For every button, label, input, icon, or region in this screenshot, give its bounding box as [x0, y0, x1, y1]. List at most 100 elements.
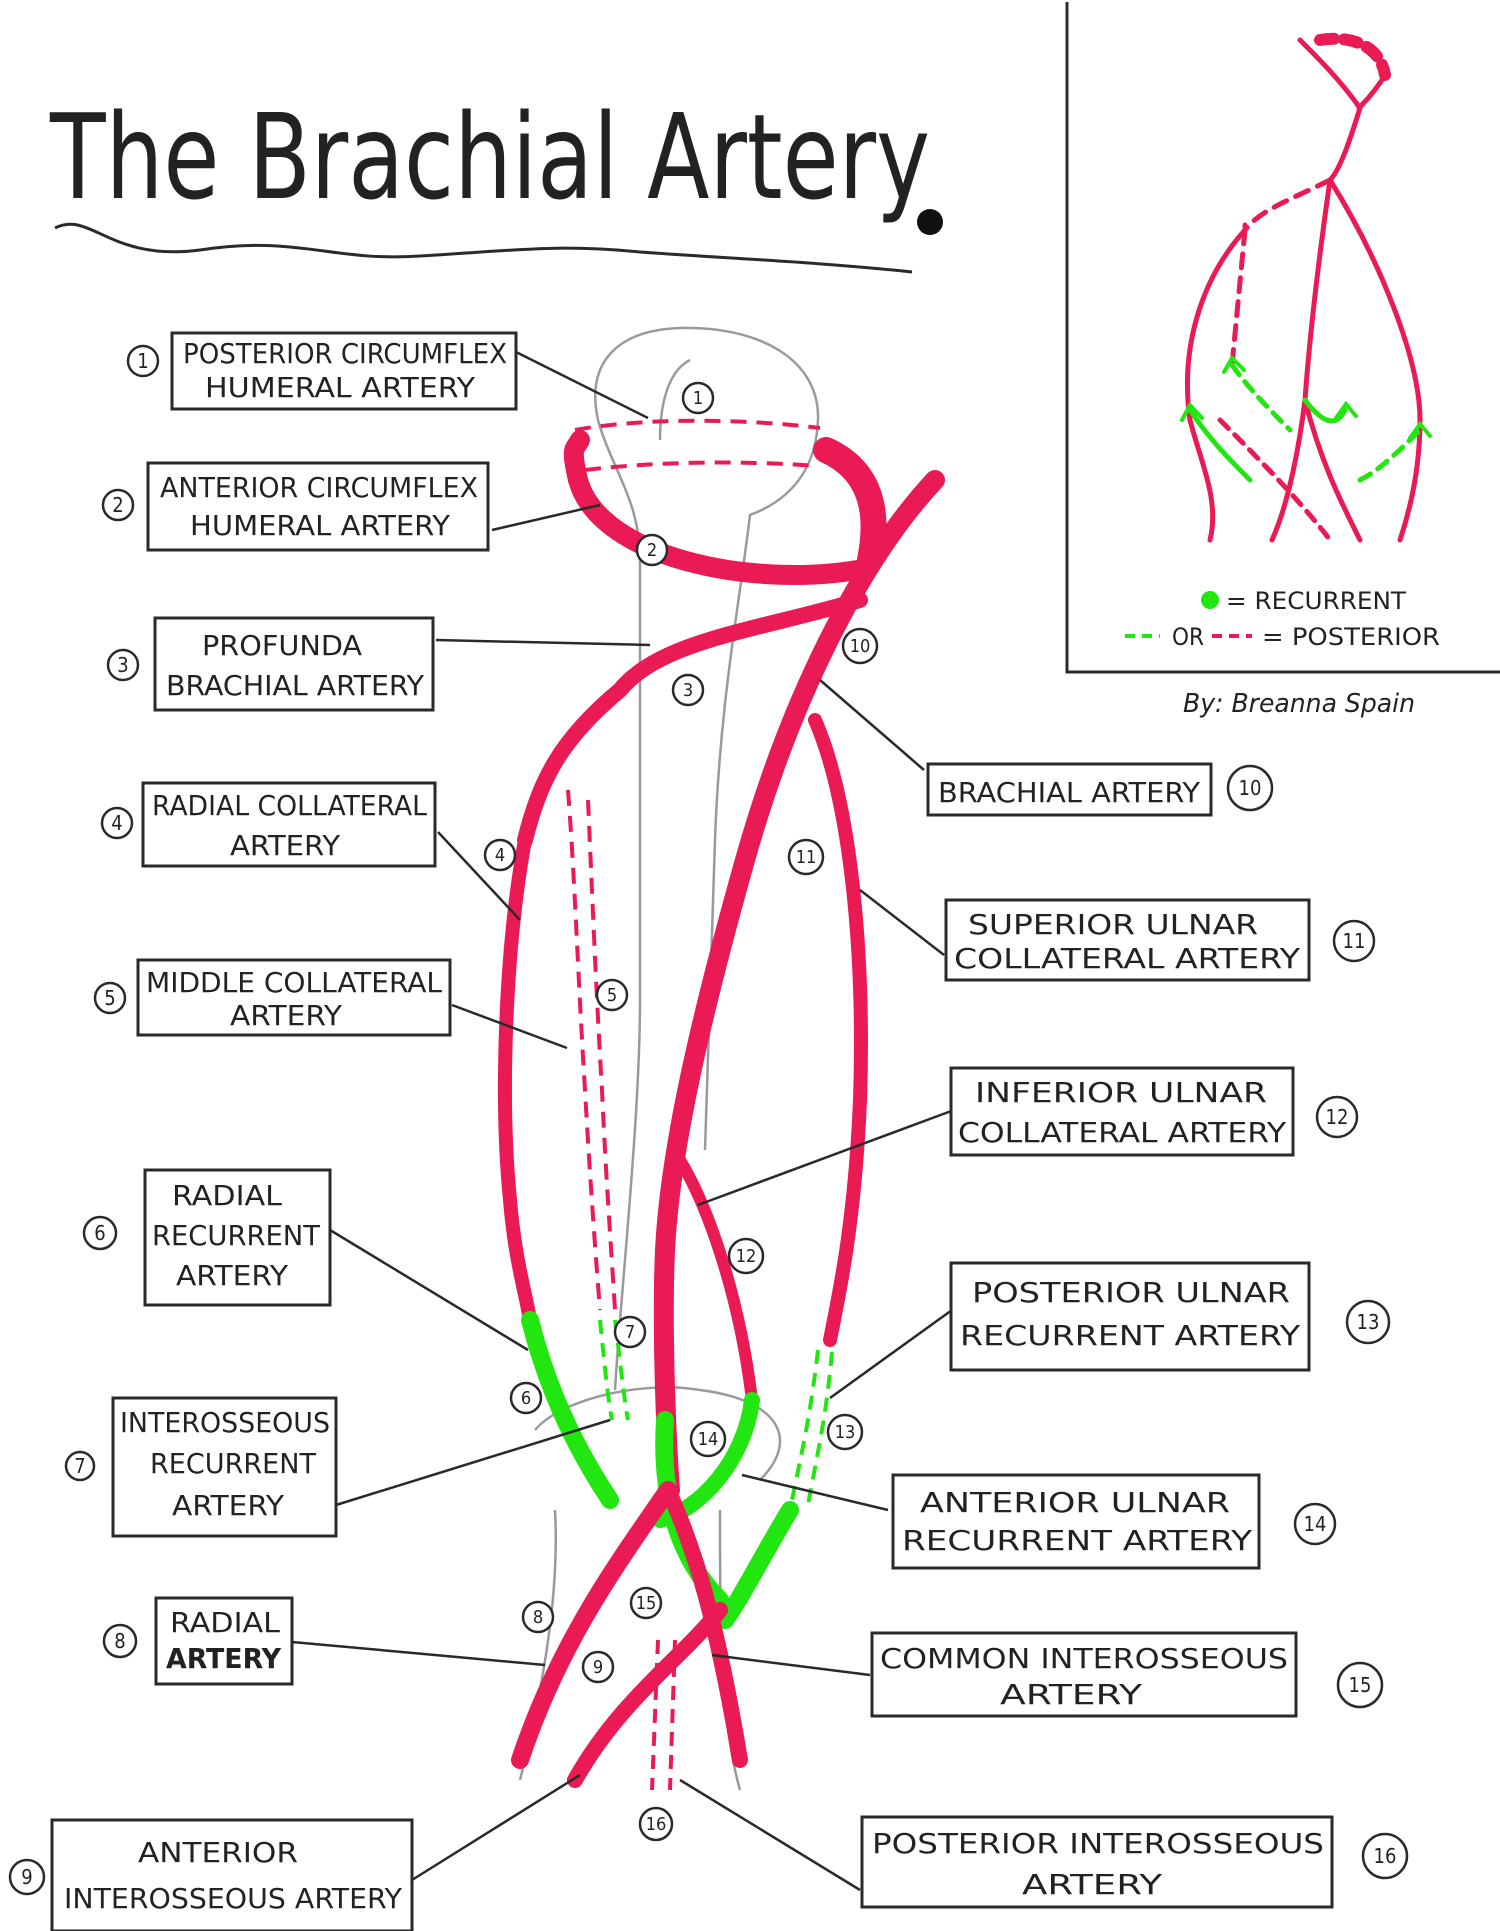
outer-num-3: 3 — [117, 653, 128, 677]
label-2-line1: ANTERIOR CIRCUMFLEX — [160, 471, 478, 504]
label-13-line2: RECURRENT ARTERY — [960, 1319, 1301, 1352]
profunda-dashed-segment — [639, 636, 736, 678]
label-13-line1: POSTERIOR ULNAR — [972, 1276, 1290, 1309]
label-6-line3: ARTERY — [176, 1259, 289, 1292]
outer-num-6: 6 — [94, 1221, 105, 1245]
inset-frame — [1065, 2, 1500, 674]
outer-num-11: 11 — [1343, 929, 1366, 953]
outer-number-circles — [8, 344, 1409, 1896]
label-boxes — [50, 331, 1334, 1931]
outer-num-10: 10 — [1239, 776, 1262, 800]
ulnar-lower-green-2 — [716, 1501, 799, 1629]
label-16-line2: ARTERY — [1022, 1868, 1163, 1901]
label-15-line1: COMMON INTEROSSEOUS — [880, 1642, 1288, 1675]
outer-num-9: 9 — [21, 1865, 32, 1889]
inner-num-11: 11 — [796, 847, 817, 868]
inner-num-12: 12 — [736, 1246, 757, 1267]
label-3-line1: PROFUNDA — [202, 629, 363, 662]
label-1-line2: HUMERAL ARTERY — [205, 371, 476, 404]
label-7-line3: ARTERY — [172, 1489, 285, 1522]
inner-num-10: 10 — [850, 636, 871, 657]
posterior-ulnar-recurrent-artery-13 — [790, 1349, 834, 1506]
label-6-line1: RADIAL — [172, 1179, 282, 1212]
outer-num-14: 14 — [1304, 1512, 1327, 1536]
inner-num-14: 14 — [698, 1429, 719, 1450]
label-1-line1: POSTERIOR CIRCUMFLEX — [183, 337, 507, 370]
inner-num-1: 1 — [693, 388, 703, 409]
outer-num-2: 2 — [112, 493, 123, 517]
inner-num-3: 3 — [683, 680, 693, 701]
outer-num-1: 1 — [137, 349, 148, 373]
label-texts: POSTERIOR CIRCUMFLEX HUMERAL ARTERY ANTE… — [64, 337, 1324, 1915]
label-15-line2: ARTERY — [1000, 1678, 1143, 1711]
label-14-line1: ANTERIOR ULNAR — [920, 1486, 1230, 1519]
axillary-arc — [813, 437, 887, 573]
outer-number-texts: 1 2 3 4 5 6 7 8 9 10 11 12 13 14 15 16 — [21, 349, 1396, 1889]
outer-num-4: 4 — [111, 811, 122, 835]
inner-number-texts: 1 2 3 4 5 6 7 8 9 10 11 12 13 14 15 16 — [495, 388, 870, 1835]
outer-num-13: 13 — [1357, 1310, 1380, 1334]
inner-num-5: 5 — [607, 985, 617, 1006]
label-3-line2: BRACHIAL ARTERY — [166, 669, 425, 702]
inner-num-4: 4 — [495, 845, 505, 866]
legend-or-text: OR — [1172, 623, 1204, 651]
title-exclamation-dot — [917, 209, 943, 235]
outer-num-16: 16 — [1374, 1844, 1397, 1868]
ulnar-artery — [660, 1482, 748, 1768]
credit-signature: By: Breanna Spain — [1183, 689, 1415, 719]
label-7-line1: INTEROSSEOUS — [120, 1406, 330, 1439]
outer-num-8: 8 — [114, 1629, 125, 1653]
label-7-line2: RECURRENT — [150, 1447, 317, 1480]
posterior-interosseous-artery — [650, 1639, 677, 1791]
outer-num-15: 15 — [1349, 1673, 1372, 1697]
posterior-circumflex-humeral-artery — [574, 418, 821, 472]
label-14-line2: RECURRENT ARTERY — [902, 1524, 1253, 1557]
brachial-artery-trunk — [653, 470, 945, 1500]
outer-num-5: 5 — [104, 986, 115, 1010]
label-4-line2: ARTERY — [230, 829, 341, 862]
radial-collateral-artery — [498, 833, 537, 1327]
page-title: The Brachial Artery — [49, 88, 930, 226]
leader-lines — [291, 350, 955, 1892]
legend-recurrent-dot — [1201, 591, 1219, 609]
label-16-line1: POSTERIOR INTEROSSEOUS — [872, 1827, 1324, 1860]
outer-num-12: 12 — [1326, 1105, 1349, 1129]
label-5-line2: ARTERY — [230, 999, 343, 1032]
anterior-circumflex-humeral-artery — [563, 430, 878, 585]
inset-schematic — [1180, 32, 1432, 543]
inner-num-8: 8 — [533, 1607, 543, 1628]
inner-num-2: 2 — [647, 540, 657, 561]
inner-num-13: 13 — [835, 1422, 856, 1443]
inner-num-16: 16 — [646, 1814, 667, 1835]
label-2-line2: HUMERAL ARTERY — [190, 509, 451, 542]
profunda-brachial-artery — [517, 592, 868, 848]
title-underline — [54, 222, 913, 274]
label-12-line2: COLLATERAL ARTERY — [958, 1116, 1287, 1149]
superior-ulnar-collateral-artery — [808, 713, 868, 1347]
label-10-line1: BRACHIAL ARTERY — [938, 776, 1201, 809]
label-5-line1: MIDDLE COLLATERAL — [146, 966, 442, 999]
inner-num-9: 9 — [593, 1657, 603, 1678]
radial-recurrent-artery-6 — [521, 1311, 619, 1509]
inner-num-15: 15 — [636, 1593, 657, 1614]
label-11-line1: SUPERIOR ULNAR — [968, 908, 1258, 941]
label-6-line2: RECURRENT — [152, 1219, 321, 1252]
label-4-line1: RADIAL COLLATERAL — [152, 789, 427, 822]
label-8-line1: RADIAL — [170, 1606, 280, 1639]
inner-num-6: 6 — [521, 1388, 531, 1409]
label-12-line1: INFERIOR ULNAR — [975, 1076, 1267, 1109]
inner-number-circles — [483, 381, 879, 1842]
label-9-line1: ANTERIOR — [138, 1836, 298, 1869]
legend-recurrent-text: = RECURRENT — [1226, 587, 1407, 615]
anterior-interosseous-artery — [567, 1602, 728, 1788]
inferior-ulnar-collateral-artery — [674, 1154, 758, 1406]
middle-collateral-artery — [566, 789, 617, 1311]
outer-num-7: 7 — [74, 1454, 85, 1478]
legend-posterior-text: = POSTERIOR — [1262, 623, 1440, 651]
label-8-line2: ARTERY — [166, 1642, 282, 1675]
label-11-line2: COLLATERAL ARTERY — [954, 942, 1301, 975]
label-9-line2: INTEROSSEOUS ARTERY — [64, 1882, 403, 1915]
inner-num-7: 7 — [625, 1322, 635, 1343]
radial-artery — [511, 1481, 677, 1769]
